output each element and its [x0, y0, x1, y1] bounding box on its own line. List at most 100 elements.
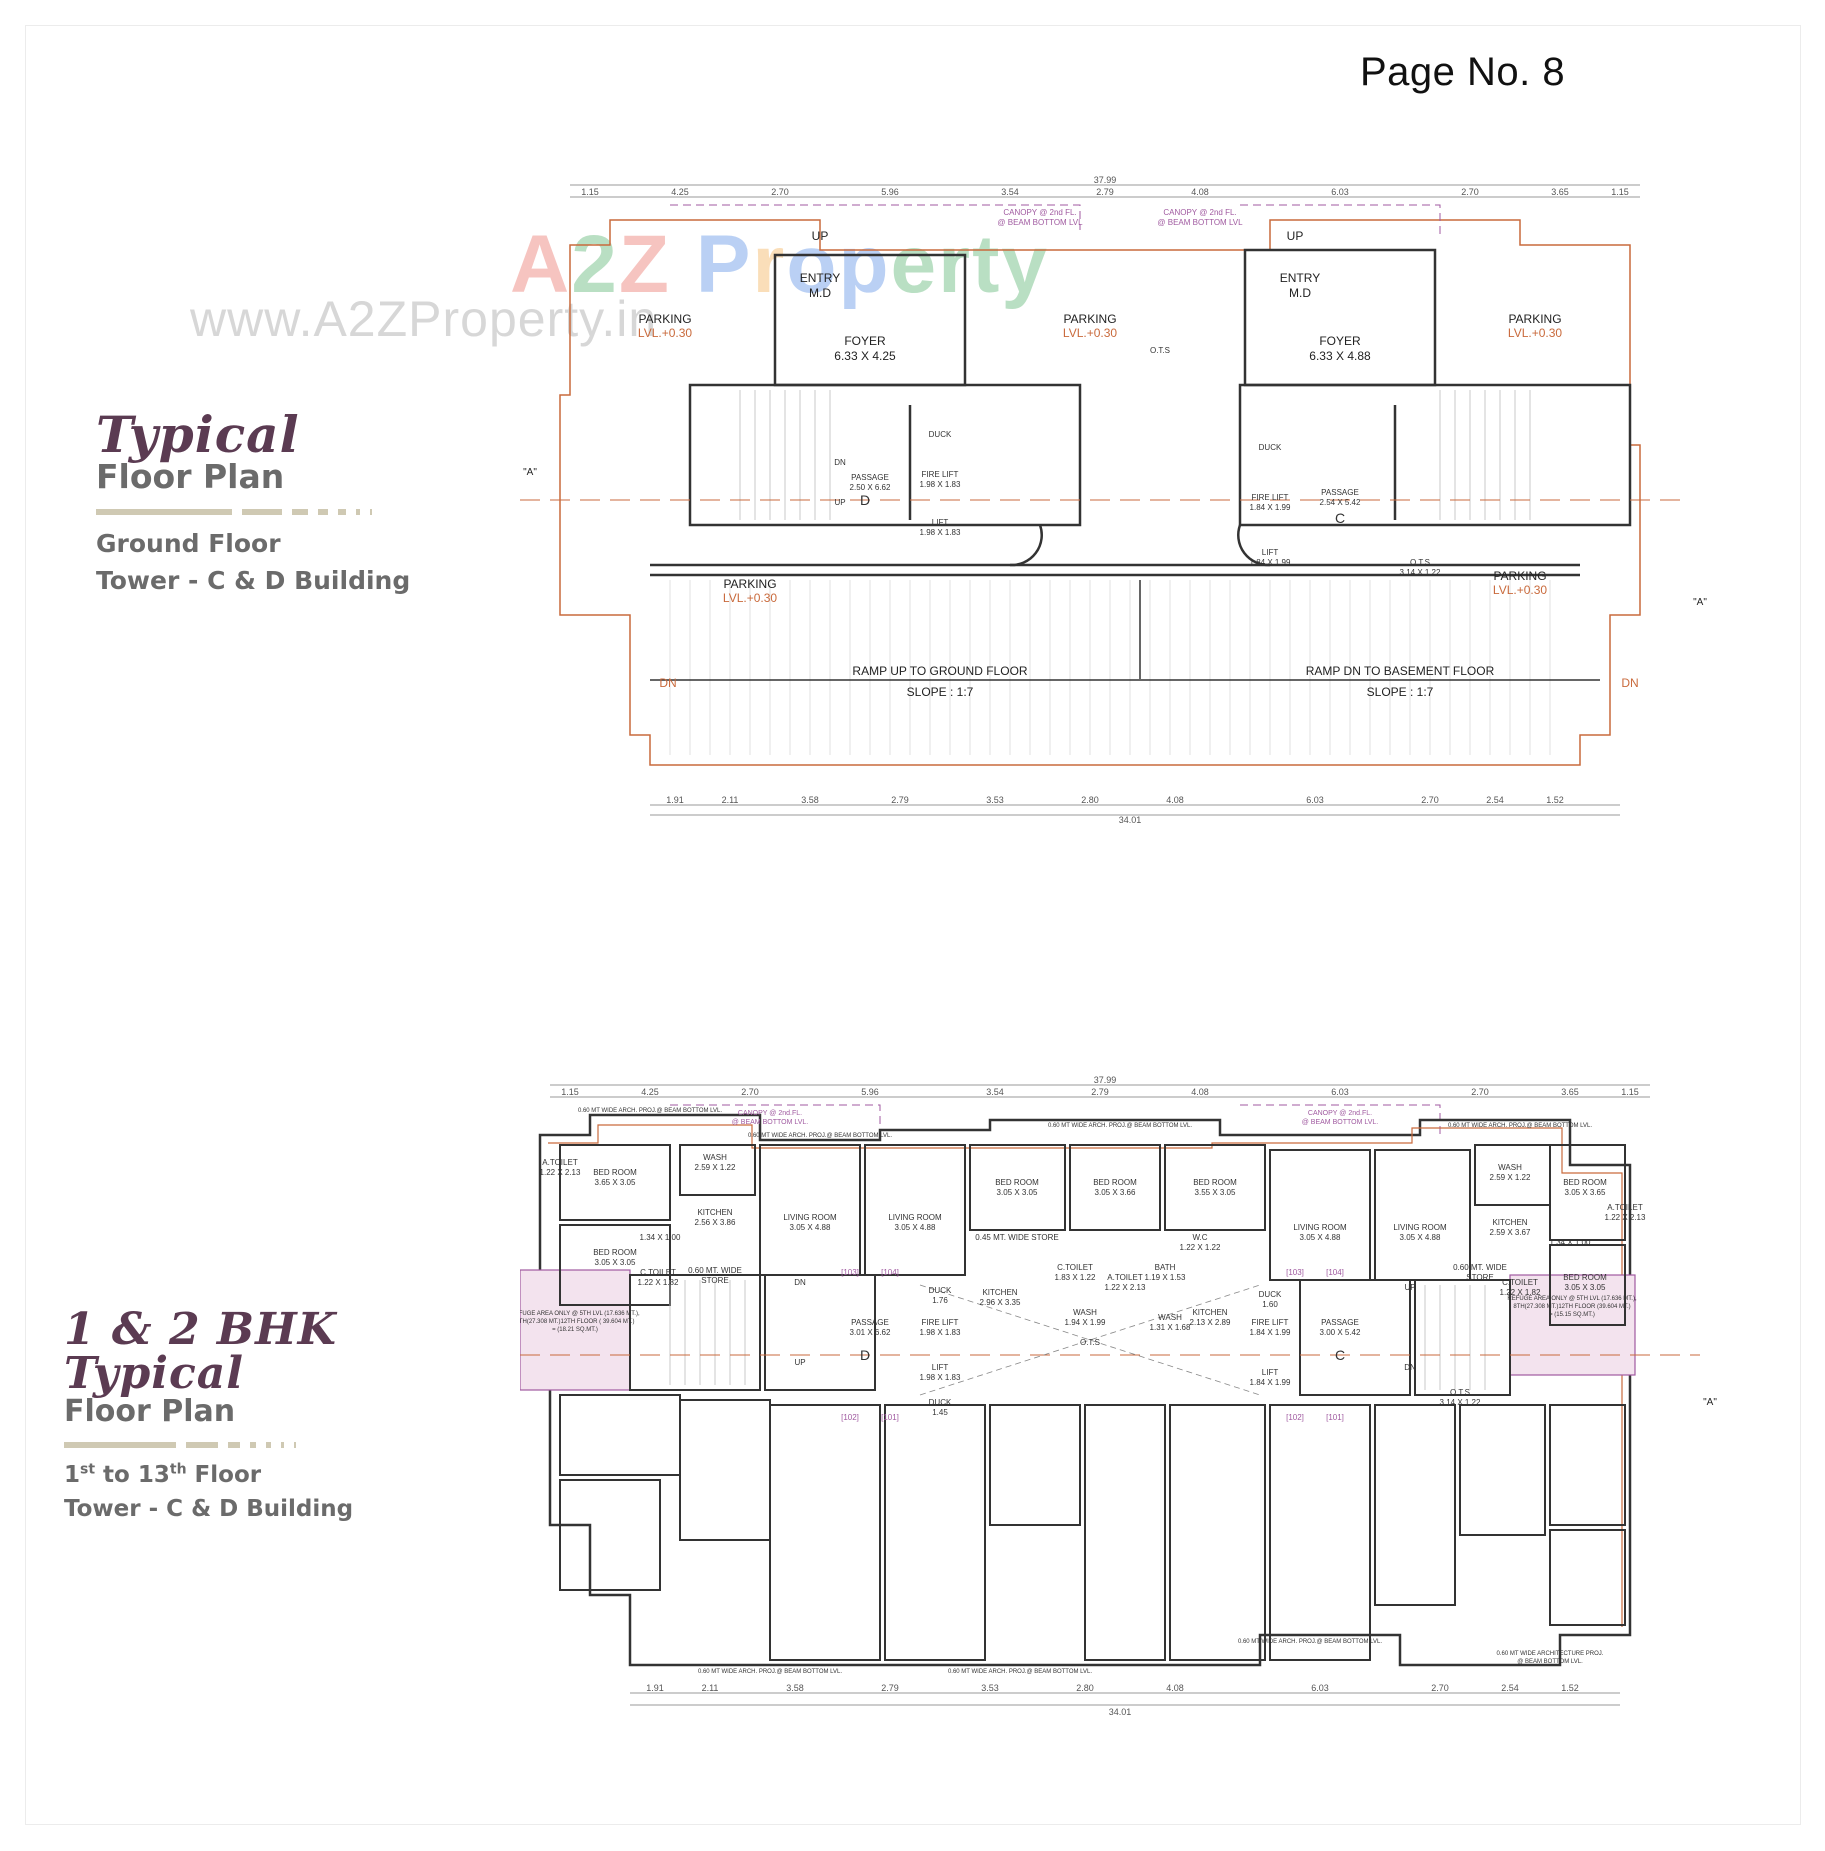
svg-text:3.05 X 4.88: 3.05 X 4.88: [895, 1223, 936, 1232]
svg-text:UP: UP: [1287, 229, 1304, 243]
svg-text:PASSAGE: PASSAGE: [851, 473, 889, 482]
svg-text:1.83 X 1.22: 1.83 X 1.22: [1055, 1273, 1096, 1282]
svg-text:@ BEAM BOTTOM LVL: @ BEAM BOTTOM LVL: [1157, 218, 1243, 227]
svg-text:[103]: [103]: [841, 1268, 859, 1277]
svg-text:2.70: 2.70: [741, 1087, 759, 1097]
svg-text:UP: UP: [794, 1358, 805, 1367]
svg-text:2.79: 2.79: [881, 1683, 899, 1693]
svg-text:1.15: 1.15: [1621, 1087, 1639, 1097]
svg-text:4.08: 4.08: [1191, 187, 1209, 197]
svg-text:2.59 X 1.22: 2.59 X 1.22: [1490, 1173, 1531, 1182]
svg-text:KITCHEN: KITCHEN: [1192, 1308, 1227, 1317]
svg-text:6.03: 6.03: [1331, 187, 1349, 197]
svg-text:LVL.+0.30: LVL.+0.30: [1493, 583, 1547, 597]
svg-text:REFUGE AREA ONLY @ 5TH LVL (17: REFUGE AREA ONLY @ 5TH LVL (17.636 MT.),: [520, 1311, 640, 1317]
svg-text:O.T.S: O.T.S: [1150, 346, 1170, 355]
page-frame: [25, 25, 1801, 1825]
svg-text:PASSAGE: PASSAGE: [1321, 488, 1359, 497]
svg-text:REFUGE AREA ONLY @ 5TH LVL (17: REFUGE AREA ONLY @ 5TH LVL (17.636 MT.),: [1507, 1296, 1637, 1302]
svg-text:5.96: 5.96: [881, 187, 899, 197]
svg-text:2.70: 2.70: [1471, 1087, 1489, 1097]
svg-text:2.56 X 3.86: 2.56 X 3.86: [695, 1218, 736, 1227]
svg-text:2.70: 2.70: [1421, 795, 1439, 805]
svg-text:0.60 MT WIDE ARCH. PROJ.@ BEAM: 0.60 MT WIDE ARCH. PROJ.@ BEAM BOTTOM LV…: [948, 1669, 1092, 1675]
svg-text:37.99: 37.99: [1094, 175, 1117, 185]
typical-floor-plan-drawing: 37.99 1.15 4.25 2.70 5.96 3.54 2.79 4.08…: [520, 1075, 1720, 1715]
svg-text:WASH: WASH: [1498, 1163, 1522, 1172]
svg-text:3.00 X 5.42: 3.00 X 5.42: [1320, 1328, 1361, 1337]
svg-text:LIFT: LIFT: [932, 518, 949, 527]
svg-text:= (18.21 SQ.MT.): = (18.21 SQ.MT.): [552, 1327, 598, 1333]
svg-text:1.98 X 1.83: 1.98 X 1.83: [920, 1373, 961, 1382]
svg-text:1.52: 1.52: [1561, 1683, 1579, 1693]
svg-text:3.65: 3.65: [1551, 187, 1569, 197]
svg-text:3.05 X 3.66: 3.05 X 3.66: [1095, 1188, 1136, 1197]
typical-floor-title-block: 1 & 2 BHK Typical Floor Plan 1st to 13th…: [64, 1308, 444, 1527]
svg-text:3.55 X 3.05: 3.55 X 3.05: [1195, 1188, 1236, 1197]
svg-text:KITCHEN: KITCHEN: [982, 1288, 1017, 1297]
svg-text:LVL.+0.30: LVL.+0.30: [1508, 326, 1562, 340]
svg-text:1.15: 1.15: [1611, 187, 1629, 197]
svg-text:2.80: 2.80: [1081, 795, 1099, 805]
svg-text:[102]: [102]: [1286, 1413, 1304, 1422]
svg-text:"A": "A": [1693, 597, 1707, 608]
svg-text:LIFT: LIFT: [1262, 548, 1279, 557]
svg-text:BED ROOM: BED ROOM: [1093, 1178, 1137, 1187]
svg-text:0.60 MT WIDE ARCH. PROJ.@ BEAM: 0.60 MT WIDE ARCH. PROJ.@ BEAM BOTTOM LV…: [1448, 1123, 1592, 1129]
svg-text:0.60 MT. WIDE: 0.60 MT. WIDE: [688, 1266, 742, 1275]
svg-text:1.34 X 1.00: 1.34 X 1.00: [640, 1233, 681, 1242]
svg-text:3.05 X 4.88: 3.05 X 4.88: [1300, 1233, 1341, 1242]
svg-text:WASH: WASH: [703, 1153, 727, 1162]
svg-text:RAMP DN TO BASEMENT FLOOR: RAMP DN TO BASEMENT FLOOR: [1306, 664, 1495, 678]
svg-text:3.05 X 3.05: 3.05 X 3.05: [997, 1188, 1038, 1197]
svg-text:3.53: 3.53: [981, 1683, 999, 1693]
svg-text:DUCK: DUCK: [1259, 1290, 1282, 1299]
svg-text:1.98 X 1.83: 1.98 X 1.83: [920, 480, 961, 489]
svg-text:34.01: 34.01: [1119, 815, 1142, 825]
svg-text:1.22 X 2.13: 1.22 X 2.13: [540, 1168, 581, 1177]
svg-text:A.TOILET: A.TOILET: [1607, 1203, 1643, 1212]
svg-text:2.96 X 3.35: 2.96 X 3.35: [980, 1298, 1021, 1307]
svg-text:1.22 X 1.82: 1.22 X 1.82: [638, 1278, 679, 1287]
svg-text:FIRE LIFT: FIRE LIFT: [1252, 493, 1289, 502]
svg-text:[101]: [101]: [881, 1413, 899, 1422]
svg-text:2.80: 2.80: [1076, 1683, 1094, 1693]
svg-text:4.08: 4.08: [1166, 1683, 1184, 1693]
svg-text:DN: DN: [659, 676, 676, 690]
svg-text:DN: DN: [1621, 676, 1638, 690]
svg-text:A.TOILET: A.TOILET: [542, 1158, 578, 1167]
svg-text:1.84 X 1.99: 1.84 X 1.99: [1250, 503, 1291, 512]
svg-text:CANOPY @ 2nd FL.: CANOPY @ 2nd FL.: [1003, 208, 1076, 217]
svg-text:PARKING: PARKING: [1493, 569, 1546, 583]
svg-text:0.60 MT WIDE ARCHITECTURE PROJ: 0.60 MT WIDE ARCHITECTURE PROJ.: [1497, 1651, 1604, 1657]
svg-text:1.22 X 2.13: 1.22 X 2.13: [1605, 1213, 1646, 1222]
svg-text:@ BEAM BOTTOM LVL: @ BEAM BOTTOM LVL: [997, 218, 1083, 227]
svg-text:6.33 X 4.88: 6.33 X 4.88: [1309, 349, 1371, 363]
svg-text:1.52: 1.52: [1546, 795, 1564, 805]
svg-text:= (15.15 SQ.MT.): = (15.15 SQ.MT.): [1549, 1312, 1595, 1318]
svg-text:4.25: 4.25: [671, 187, 689, 197]
svg-text:0.45 MT. WIDE STORE: 0.45 MT. WIDE STORE: [975, 1233, 1058, 1242]
svg-text:1.98 X 1.83: 1.98 X 1.83: [920, 528, 961, 537]
svg-text:"A": "A": [523, 467, 537, 478]
svg-text:1.34 X 1.00: 1.34 X 1.00: [1550, 1238, 1591, 1247]
svg-text:1.19 X 1.53: 1.19 X 1.53: [1145, 1273, 1186, 1282]
svg-text:O.T.S: O.T.S: [1410, 558, 1430, 567]
svg-text:BED ROOM: BED ROOM: [1193, 1178, 1237, 1187]
svg-text:DUCK: DUCK: [1259, 443, 1282, 452]
svg-text:3.05 X 3.05: 3.05 X 3.05: [1565, 1283, 1606, 1292]
svg-text:1.84 X 1.99: 1.84 X 1.99: [1250, 1328, 1291, 1337]
svg-text:8TH(27.308 MT.)12TH FLOOR (39.: 8TH(27.308 MT.)12TH FLOOR (39.604 MT.): [1513, 1304, 1630, 1310]
svg-text:M.D: M.D: [809, 286, 831, 300]
svg-text:[104]: [104]: [1326, 1268, 1344, 1277]
svg-text:3.54: 3.54: [986, 1087, 1004, 1097]
svg-text:1.98 X 1.83: 1.98 X 1.83: [920, 1328, 961, 1337]
ground-floor-title-sub: Floor Plan: [96, 457, 285, 496]
decorative-rule: [96, 508, 436, 515]
svg-text:3.14 X 1.22: 3.14 X 1.22: [1400, 568, 1441, 577]
watermark-logo: A2Z Property: [510, 219, 1049, 310]
svg-text:1.60: 1.60: [1262, 1300, 1278, 1309]
svg-text:STORE: STORE: [701, 1276, 728, 1285]
svg-text:D: D: [860, 1347, 870, 1363]
svg-text:0.60 MT WIDE ARCH. PROJ.@ BEAM: 0.60 MT WIDE ARCH. PROJ.@ BEAM BOTTOM LV…: [1238, 1639, 1382, 1645]
